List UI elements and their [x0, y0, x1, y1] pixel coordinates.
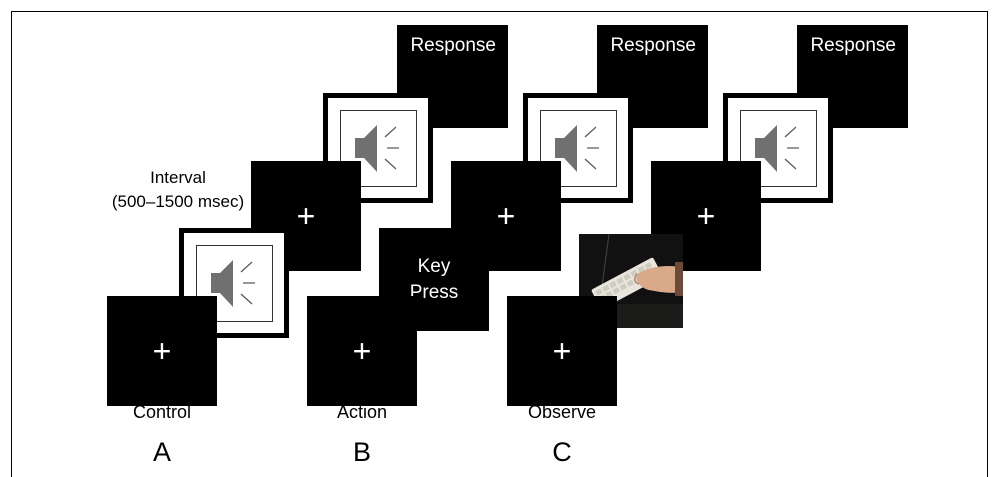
fixation-cross: +: [496, 198, 516, 234]
speaker-icon: [555, 125, 599, 172]
fixation-cross: +: [152, 333, 172, 369]
speaker-icon: [211, 260, 255, 307]
response-label-b: Response: [610, 35, 696, 56]
response-label-a: Response: [410, 35, 496, 56]
fixation-cross: +: [352, 333, 372, 369]
speaker-icon: [355, 125, 399, 172]
condition-letter-c: C: [552, 437, 572, 467]
key-press-line2: Press: [409, 281, 459, 303]
fixation-cross: +: [696, 198, 716, 234]
speaker-icon: [755, 125, 799, 172]
condition-label-c: Observe: [527, 402, 597, 422]
fixation-cross: +: [296, 198, 316, 234]
fixation-screen-b-early: +: [307, 296, 417, 406]
interval-label-line2: (500–1500 msec): [111, 192, 245, 211]
key-press-line1: Key: [417, 255, 451, 277]
response-label-c: Response: [810, 35, 896, 56]
fixation-cross: +: [552, 333, 572, 369]
fixation-screen-a-early: +: [107, 296, 217, 406]
condition-letter-a: A: [152, 437, 171, 467]
condition-letter-b: B: [352, 437, 371, 467]
fixation-screen-c-early: +: [507, 296, 617, 406]
response-screen-b: Response: [597, 25, 708, 128]
key-press-text: Key Press: [379, 228, 489, 331]
figure-frame: [11, 11, 988, 477]
condition-label-b: Action: [336, 402, 388, 422]
interval-label-line1: Interval: [150, 168, 206, 187]
condition-label-a: Control: [132, 402, 192, 422]
interval-label: Interval (500–1500 msec): [98, 166, 258, 214]
